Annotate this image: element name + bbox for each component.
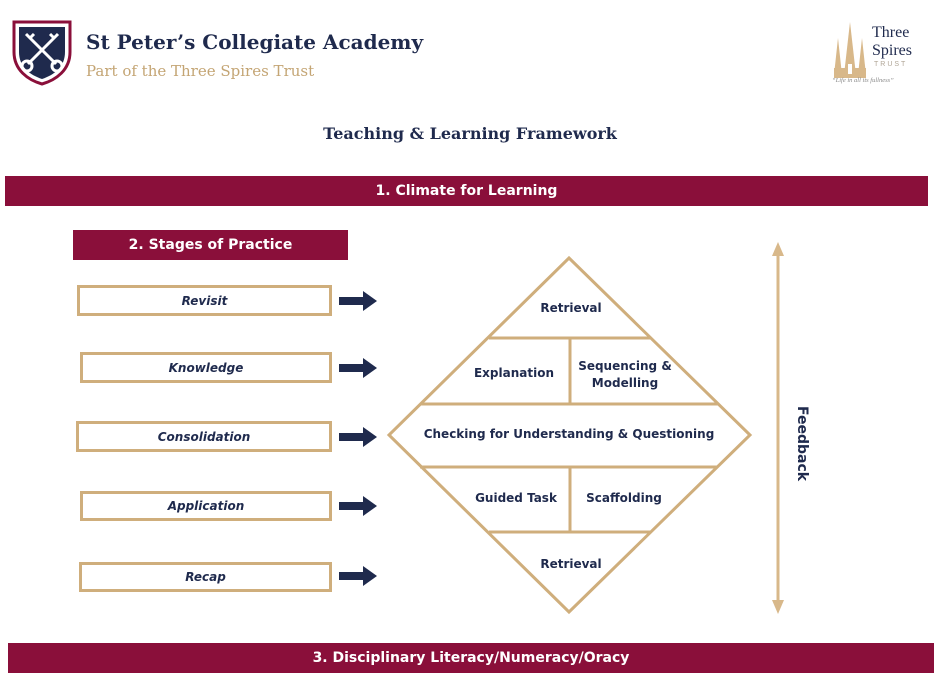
stage-application: Application: [80, 491, 332, 521]
scaffolding-label: Scaffolding: [586, 491, 662, 505]
guided-task-label: Guided Task: [475, 491, 557, 505]
right-arrow-icon: [339, 566, 377, 586]
feedback-label: Feedback: [794, 406, 810, 482]
checking-understanding-label: Checking for Understanding & Questioning: [423, 427, 715, 441]
stages-of-practice-header: 2. Stages of Practice: [73, 230, 348, 260]
right-arrow-icon: [339, 427, 377, 447]
trust-word: TRUST: [874, 61, 908, 68]
literacy-numeracy-oracy-band: 3. Disciplinary Literacy/Numeracy/Oracy: [8, 643, 934, 673]
explanation-label: Explanation: [473, 366, 554, 380]
retrieval-top-label: Retrieval: [540, 301, 602, 315]
school-name: St Peter’s Collegiate Academy: [86, 30, 424, 54]
retrieval-bottom-label: Retrieval: [540, 557, 602, 571]
trust-motto: “Life in all its fullness”: [832, 77, 894, 84]
crossed-keys-crest-icon: [12, 20, 72, 86]
right-arrow-icon: [339, 358, 377, 378]
stage-knowledge: Knowledge: [80, 352, 332, 383]
school-subtitle: Part of the Three Spires Trust: [86, 62, 315, 80]
page-title: Teaching & Learning Framework: [323, 124, 617, 143]
right-arrow-icon: [339, 496, 377, 516]
stage-revisit: Revisit: [77, 285, 332, 316]
sequencing-modelling-label: Sequencing & Modelling: [578, 359, 672, 390]
climate-for-learning-band: 1. Climate for Learning: [5, 176, 928, 206]
stage-recap: Recap: [79, 562, 332, 592]
double-arrow-icon: [772, 242, 784, 614]
right-arrow-icon: [339, 291, 377, 311]
stage-consolidation: Consolidation: [76, 421, 332, 452]
three-spires-logo-icon: [834, 22, 866, 78]
trust-name: Three Spires: [872, 24, 912, 59]
